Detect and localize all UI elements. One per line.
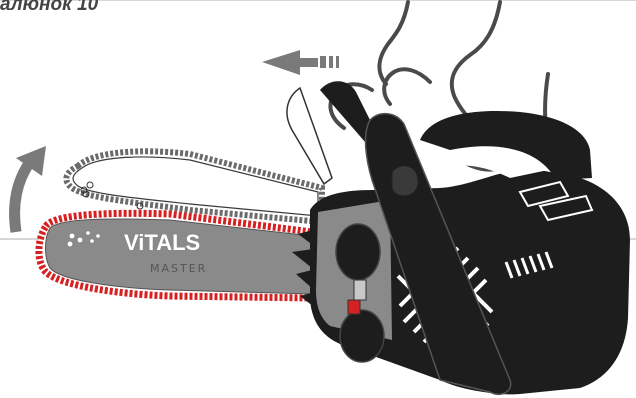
guide-bar: ViTALS MASTER [39,213,312,298]
top-handle [420,111,592,180]
arrow-left-icon [262,50,339,75]
curved-arrow-up-icon [15,146,46,232]
brand-logo: ViTALS [124,230,200,255]
model-name: MASTER [150,262,207,275]
